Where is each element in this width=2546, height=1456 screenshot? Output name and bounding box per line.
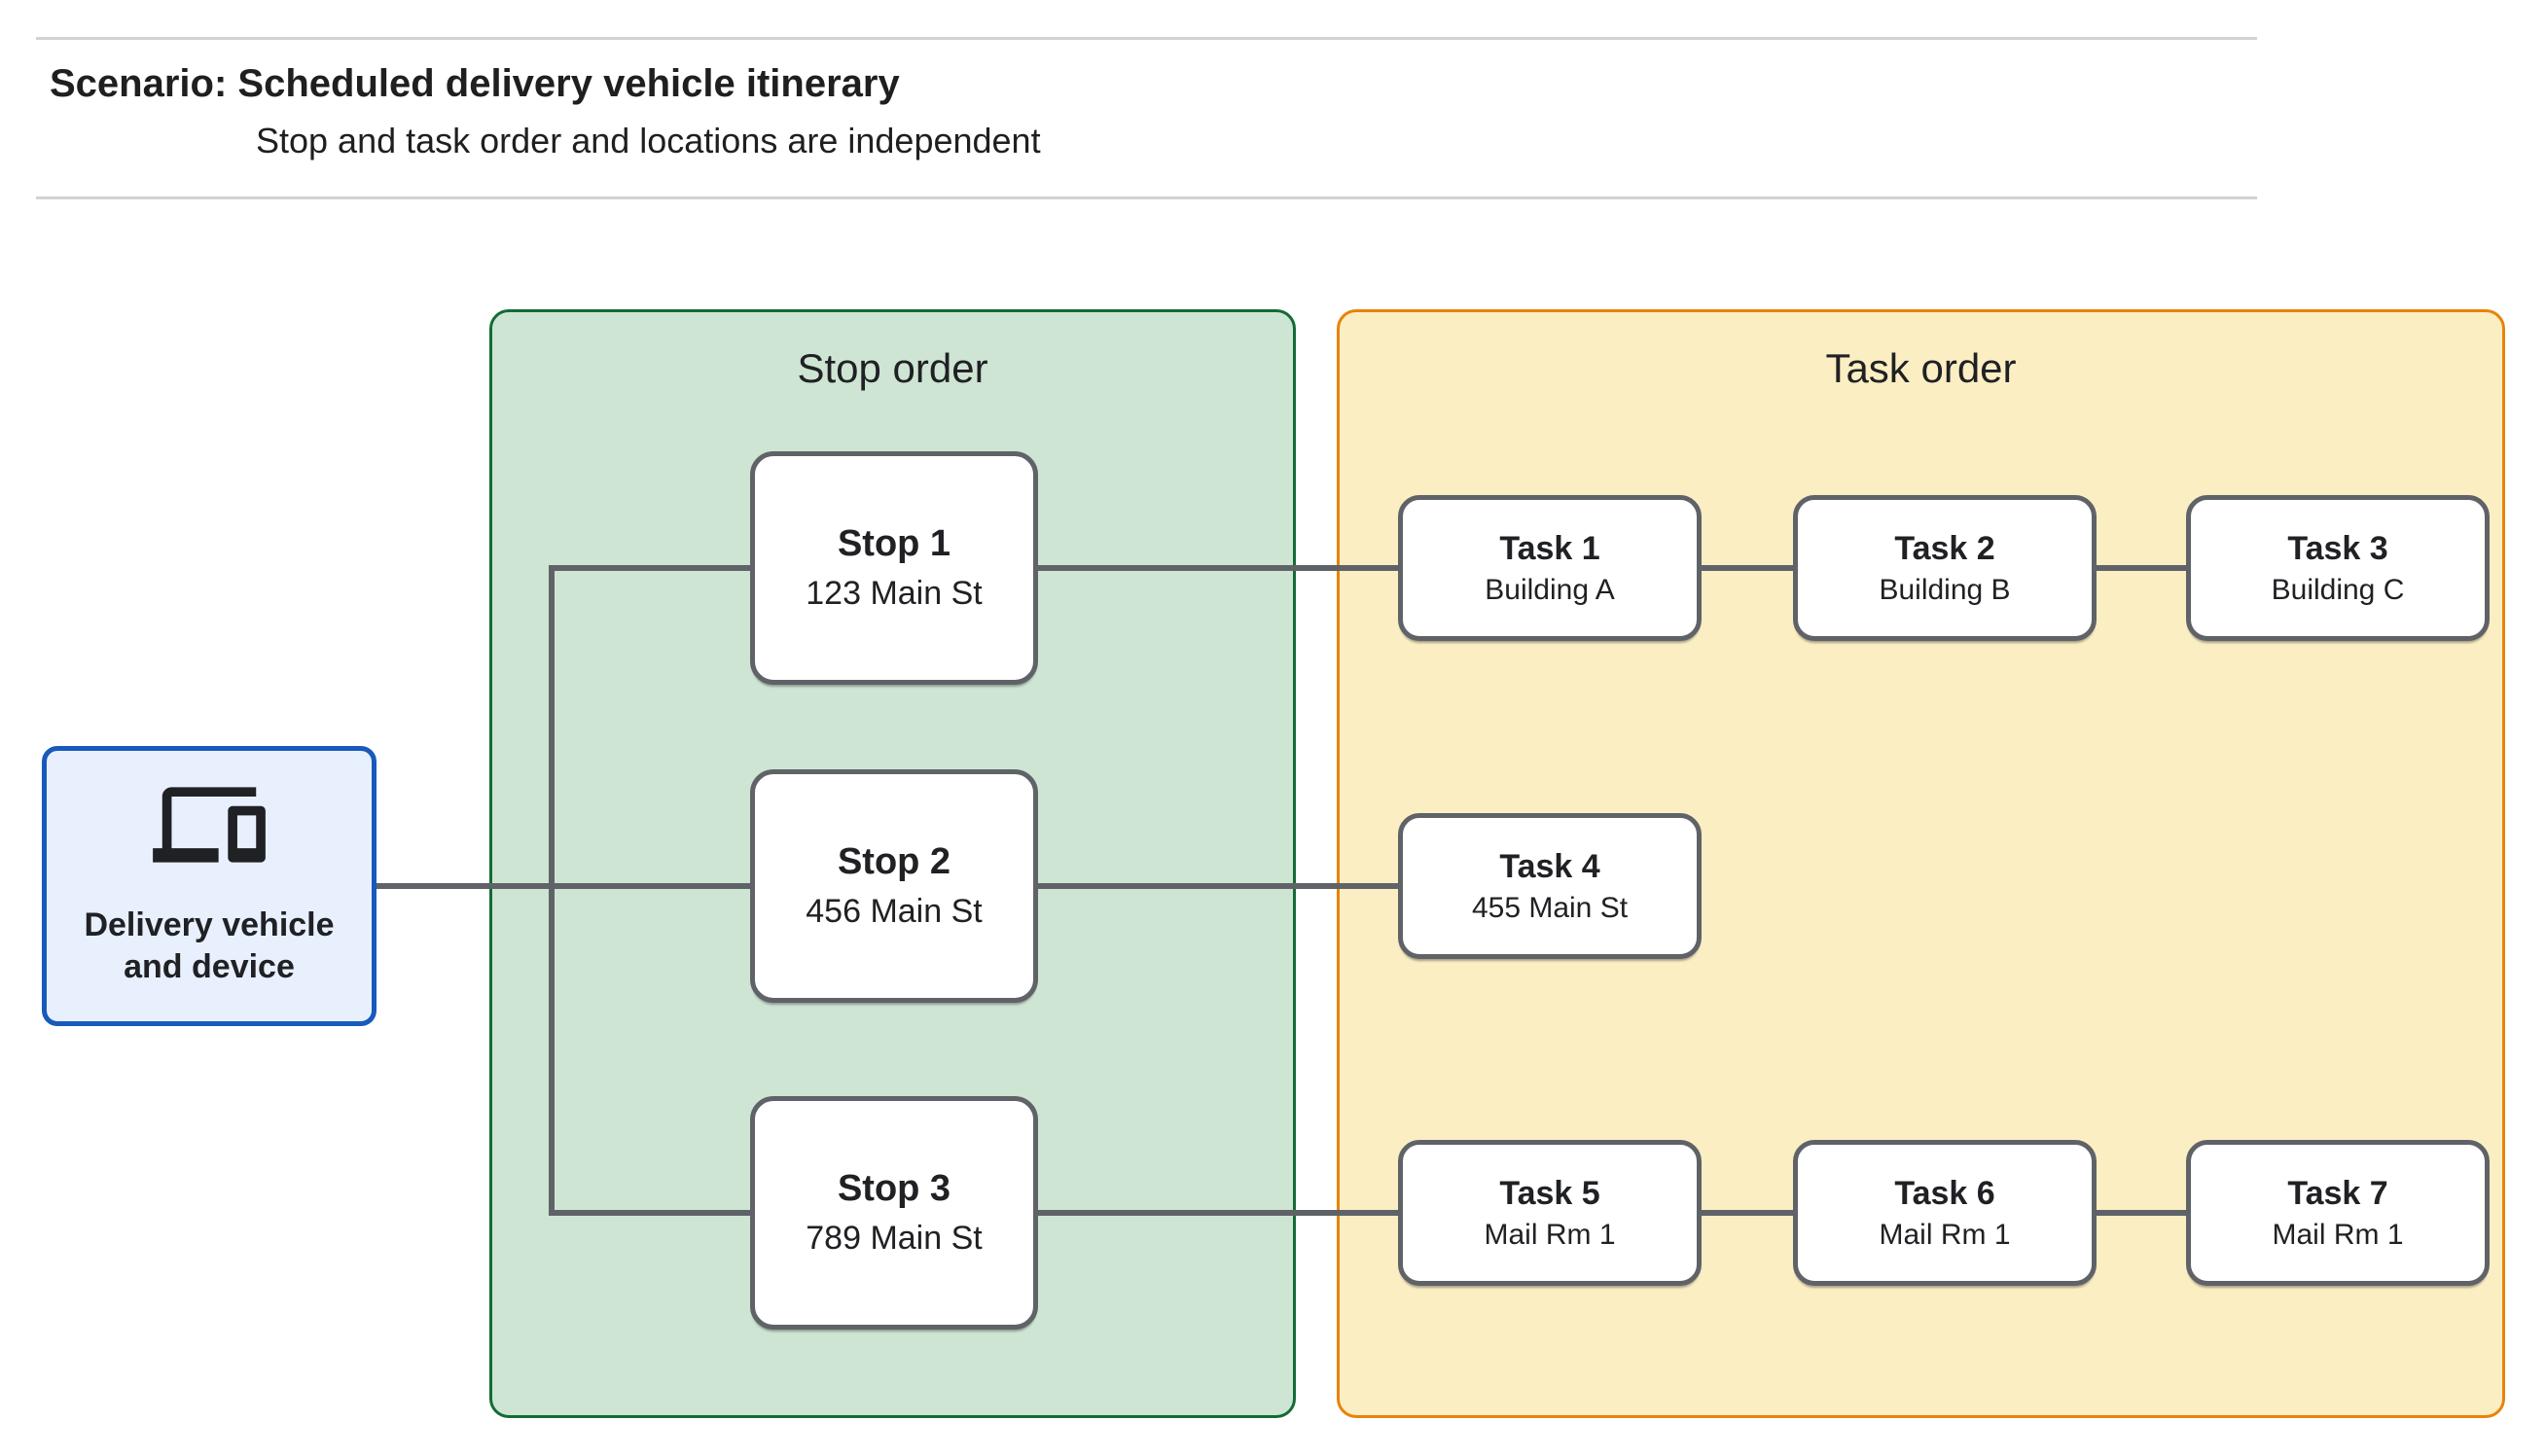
- page-title: Scenario: Scheduled delivery vehicle iti…: [50, 62, 900, 105]
- task-node-3: Task 3 Building C: [2186, 495, 2490, 641]
- stop-location: 123 Main St: [806, 575, 983, 612]
- device-label-line2: and device: [124, 947, 295, 985]
- task-node-1: Task 1 Building A: [1398, 495, 1702, 641]
- connector-stop3-task5: [1038, 1210, 1398, 1216]
- stop-node-1: Stop 1 123 Main St: [750, 451, 1038, 685]
- task-location: Mail Rm 1: [1879, 1218, 2011, 1251]
- connector-trunk-stop1: [549, 565, 750, 571]
- task-title: Task 1: [1499, 529, 1600, 567]
- task-title: Task 5: [1499, 1174, 1600, 1212]
- separator-top: [36, 37, 2257, 40]
- task-location: Mail Rm 1: [1484, 1218, 1616, 1251]
- task-location: Building B: [1879, 573, 2011, 606]
- stop-location: 456 Main St: [806, 893, 983, 930]
- task-node-4: Task 4 455 Main St: [1398, 813, 1702, 959]
- connector-stop1-task1: [1038, 565, 1398, 571]
- task-location: Mail Rm 1: [2272, 1218, 2404, 1251]
- page-subtitle: Stop and task order and locations are in…: [256, 121, 1041, 160]
- task-node-2: Task 2 Building B: [1793, 495, 2097, 641]
- connector-task6-task7: [2097, 1210, 2186, 1216]
- connector-stop2-task4: [1038, 883, 1398, 889]
- connector-task1-task2: [1702, 565, 1793, 571]
- devices-icon: [152, 785, 267, 870]
- stop-title: Stop 3: [837, 1168, 951, 1209]
- task-order-label: Task order: [1825, 345, 2017, 391]
- device-label: Delivery vehicle and device: [84, 905, 334, 987]
- task-title: Task 3: [2287, 529, 2388, 567]
- connector-task5-task6: [1702, 1210, 1793, 1216]
- stop-location: 789 Main St: [806, 1220, 983, 1257]
- task-location: Building A: [1485, 573, 1615, 606]
- task-location: 455 Main St: [1471, 891, 1629, 924]
- task-node-6: Task 6 Mail Rm 1: [1793, 1140, 2097, 1286]
- stop-title: Stop 2: [837, 841, 951, 882]
- stop-title: Stop 1: [837, 523, 951, 564]
- stop-node-2: Stop 2 456 Main St: [750, 769, 1038, 1003]
- device-label-line1: Delivery vehicle: [84, 906, 335, 943]
- connector-task2-task3: [2097, 565, 2186, 571]
- task-title: Task 7: [2287, 1174, 2388, 1212]
- task-location: Building C: [2271, 573, 2405, 606]
- task-title: Task 6: [1894, 1174, 1995, 1212]
- device-node: Delivery vehicle and device: [42, 746, 377, 1026]
- connector-trunk-stop3: [549, 1210, 750, 1216]
- task-title: Task 4: [1499, 847, 1600, 885]
- connector-trunk: [549, 565, 555, 1216]
- stop-node-3: Stop 3 789 Main St: [750, 1096, 1038, 1330]
- connector-device-stop2: [377, 883, 750, 889]
- stop-order-label: Stop order: [797, 345, 988, 391]
- task-node-5: Task 5 Mail Rm 1: [1398, 1140, 1702, 1286]
- separator-bottom: [36, 196, 2257, 199]
- task-title: Task 2: [1894, 529, 1995, 567]
- task-node-7: Task 7 Mail Rm 1: [2186, 1140, 2490, 1286]
